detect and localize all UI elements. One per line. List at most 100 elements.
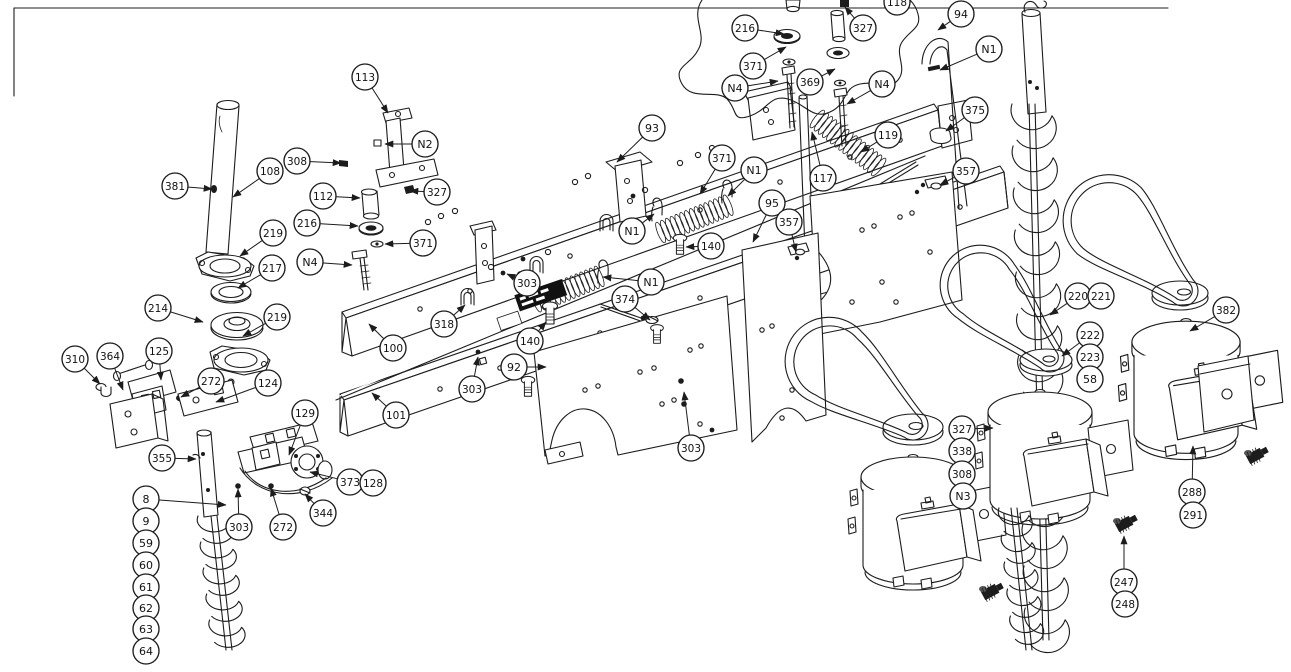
- set-screw: [1243, 446, 1270, 466]
- leader-line: [727, 179, 745, 197]
- svg-text:125: 125: [149, 346, 169, 358]
- callout-344: 344: [309, 499, 337, 527]
- leader-line: [939, 53, 977, 71]
- callout-371: 371: [409, 229, 437, 257]
- svg-text:214: 214: [148, 303, 168, 315]
- callout-100: 100: [379, 334, 407, 362]
- callout-60: 60: [132, 551, 160, 579]
- callout-N2: N2: [411, 130, 439, 158]
- leader-line: [384, 240, 410, 248]
- leader-line: [975, 424, 994, 432]
- svg-text:223: 223: [1080, 352, 1100, 364]
- leader-line: [537, 321, 547, 332]
- gearmotor-center: [974, 388, 1134, 526]
- leader-line: [764, 46, 787, 60]
- callout-124: 124: [254, 369, 282, 397]
- svg-text:219: 219: [267, 312, 287, 324]
- svg-text:355: 355: [152, 453, 172, 465]
- callout-364: 364: [96, 342, 124, 370]
- svg-text:219: 219: [263, 228, 283, 240]
- svg-text:216: 216: [735, 23, 755, 35]
- motor-mount-bracket-288: [1197, 355, 1255, 433]
- auger-tube-355: [192, 429, 219, 518]
- leader-line: [634, 307, 651, 321]
- callout-93: 93: [638, 114, 666, 142]
- svg-text:371: 371: [743, 61, 763, 73]
- leader-line: [602, 274, 638, 282]
- leader-line: [945, 117, 965, 132]
- svg-text:N4: N4: [874, 78, 889, 91]
- svg-text:373: 373: [340, 477, 360, 489]
- leader-line: [237, 274, 261, 289]
- leader-line: [473, 356, 480, 376]
- callout-129: 129: [291, 399, 319, 427]
- leader-line: [84, 368, 101, 385]
- callout-216: 216: [293, 209, 321, 237]
- leader-line: [232, 178, 260, 198]
- set-screw: [1112, 514, 1139, 534]
- callout-303: 303: [677, 434, 705, 462]
- pulley-plates: [882, 280, 1209, 446]
- svg-text:60: 60: [139, 559, 153, 572]
- svg-text:119: 119: [878, 130, 898, 142]
- leader-line: [242, 323, 266, 337]
- leader-line: [860, 141, 877, 153]
- callout-112: 112: [309, 182, 337, 210]
- leader-line: [323, 260, 353, 268]
- set-screw: [978, 582, 1005, 602]
- callout-95: 95: [758, 189, 786, 217]
- svg-text:357: 357: [956, 166, 976, 178]
- callout-219: 219: [263, 303, 291, 331]
- leader-line: [368, 323, 384, 339]
- svg-text:338: 338: [952, 446, 972, 458]
- drawing-frame-border: [13, 7, 1169, 97]
- callout-58: 58: [1076, 365, 1104, 393]
- svg-text:371: 371: [413, 238, 433, 250]
- svg-text:128: 128: [363, 478, 383, 490]
- svg-text:N3: N3: [955, 490, 970, 503]
- divider-panel-right: [809, 171, 963, 335]
- callout-119: 119: [874, 121, 902, 149]
- svg-text:344: 344: [313, 508, 333, 520]
- callout-117: 117: [809, 164, 837, 192]
- leader-line: [309, 470, 338, 480]
- leader-line: [175, 455, 197, 463]
- callout-220: 220: [1064, 282, 1092, 310]
- leader-line: [188, 184, 213, 192]
- hardware-nuts: [424, 144, 716, 366]
- svg-text:129: 129: [295, 408, 315, 420]
- svg-text:59: 59: [139, 537, 153, 550]
- callout-59: 59: [132, 529, 160, 557]
- svg-text:N4: N4: [302, 256, 317, 269]
- callout-371: 371: [739, 52, 767, 80]
- svg-text:374: 374: [615, 294, 635, 306]
- callout-375: 375: [961, 96, 989, 124]
- callout-221: 221: [1087, 282, 1115, 310]
- svg-text:61: 61: [139, 581, 153, 594]
- svg-text:248: 248: [1115, 599, 1135, 611]
- callout-118: 118: [883, 0, 911, 16]
- svg-text:108: 108: [260, 166, 280, 178]
- callout-N4: N4: [296, 248, 324, 276]
- callout-92: 92: [500, 353, 528, 381]
- callout-318: 318: [430, 310, 458, 338]
- divider-panel-95: [741, 232, 827, 443]
- callout-62: 62: [132, 594, 160, 622]
- callout-63: 63: [132, 615, 160, 643]
- callout-140: 140: [697, 232, 725, 260]
- svg-text:371: 371: [712, 153, 732, 165]
- callout-219: 219: [259, 219, 287, 247]
- leader-line: [156, 364, 164, 381]
- svg-text:318: 318: [434, 319, 454, 331]
- callout-355: 355: [148, 444, 176, 472]
- callout-303: 303: [458, 375, 486, 403]
- svg-text:375: 375: [965, 105, 985, 117]
- clamp-assembly: [235, 421, 333, 496]
- leader-line: [170, 311, 204, 323]
- svg-text:303: 303: [229, 522, 249, 534]
- svg-text:357: 357: [779, 217, 799, 229]
- svg-text:94: 94: [954, 8, 968, 21]
- callout-303: 303: [513, 269, 541, 297]
- auger-spiral-tall: [1010, 103, 1070, 654]
